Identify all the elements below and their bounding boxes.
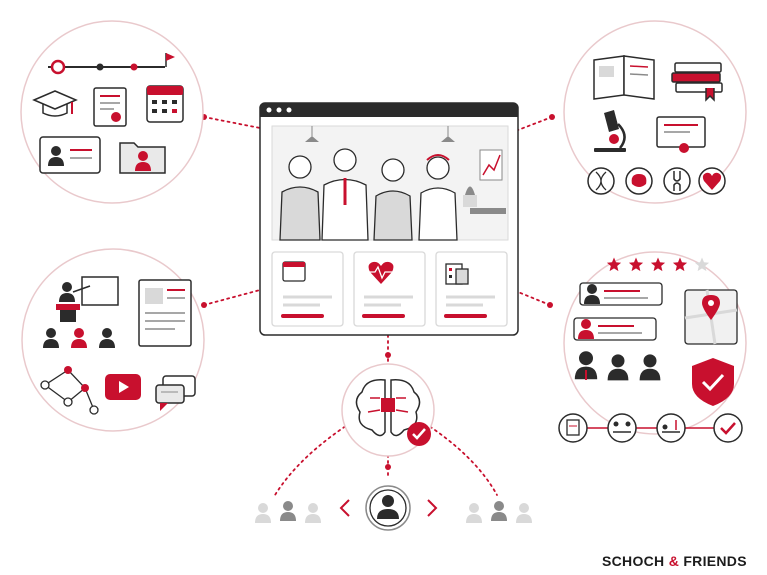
checkmark-icon (713, 413, 743, 443)
star-filled-icon (628, 257, 644, 272)
calendar-icon (146, 85, 184, 123)
connector-ai-left (274, 419, 356, 496)
chevron-right-icon[interactable] (427, 499, 438, 517)
presenter-icon (56, 276, 119, 322)
hub-card-hospital (435, 251, 508, 327)
node-education (21, 248, 205, 432)
brand-logo: SCHOCH & FRIENDS (602, 553, 747, 569)
consultation-icon (607, 413, 637, 443)
node-ai-matching (341, 363, 435, 457)
node-reviews (558, 251, 747, 443)
brand-ampersand: & (668, 553, 680, 569)
dna-icon (587, 167, 615, 195)
hospital-building-icon (445, 263, 469, 285)
user-group-icon (255, 501, 321, 523)
ai-brain-chip-icon (355, 379, 421, 437)
rating-stars (606, 257, 710, 272)
diploma-icon (656, 116, 706, 153)
connector-dots (201, 114, 555, 470)
profile-card-icon (39, 136, 101, 174)
star-filled-icon (672, 257, 688, 272)
connector-education (203, 289, 261, 306)
connector-career (203, 116, 261, 129)
open-book-icon (593, 55, 655, 100)
hub-card-heart (353, 251, 426, 327)
star-empty-icon (694, 257, 710, 272)
star-filled-icon (606, 257, 622, 272)
article-icon (138, 279, 192, 347)
connector-ai-right (419, 419, 498, 496)
review-card-icon (573, 282, 663, 341)
medical-team-illustration (271, 125, 509, 241)
connectors (203, 116, 553, 496)
doctor-team-icon (574, 351, 661, 381)
brain-icon (625, 167, 653, 195)
user-group-left (255, 501, 321, 523)
map-pin-icon (684, 289, 738, 345)
certificate-icon (93, 87, 127, 127)
website-window (259, 102, 519, 336)
chevron-left-icon[interactable] (339, 499, 350, 517)
hub-card-calendar (271, 251, 344, 327)
brand-name-right: FRIENDS (683, 553, 747, 569)
timeline-icon (48, 53, 175, 75)
connector-research (517, 116, 553, 131)
connector-reviews (517, 291, 551, 306)
shield-check-icon (692, 358, 734, 406)
node-research (563, 20, 747, 204)
video-play-icon (105, 374, 141, 400)
user-profile-icon[interactable] (365, 485, 411, 531)
folder-user-icon (119, 142, 166, 174)
network-icon (40, 366, 99, 415)
book-stack-icon (671, 62, 723, 102)
check-badge-icon (407, 422, 431, 446)
user-group-icon (466, 501, 532, 523)
treatment-bed-icon (656, 413, 686, 443)
clipboard-icon (558, 413, 588, 443)
microscope-icon (594, 110, 626, 152)
graduation-cap-icon (32, 90, 78, 117)
joint-icon (663, 167, 691, 195)
user-group-right (466, 501, 532, 523)
heart-pulse-icon (368, 261, 394, 284)
star-filled-icon (650, 257, 666, 272)
chat-icon (155, 375, 196, 411)
node-career (20, 20, 204, 204)
brand-name-left: SCHOCH (602, 553, 665, 569)
heart-pulse-icon (698, 167, 726, 195)
